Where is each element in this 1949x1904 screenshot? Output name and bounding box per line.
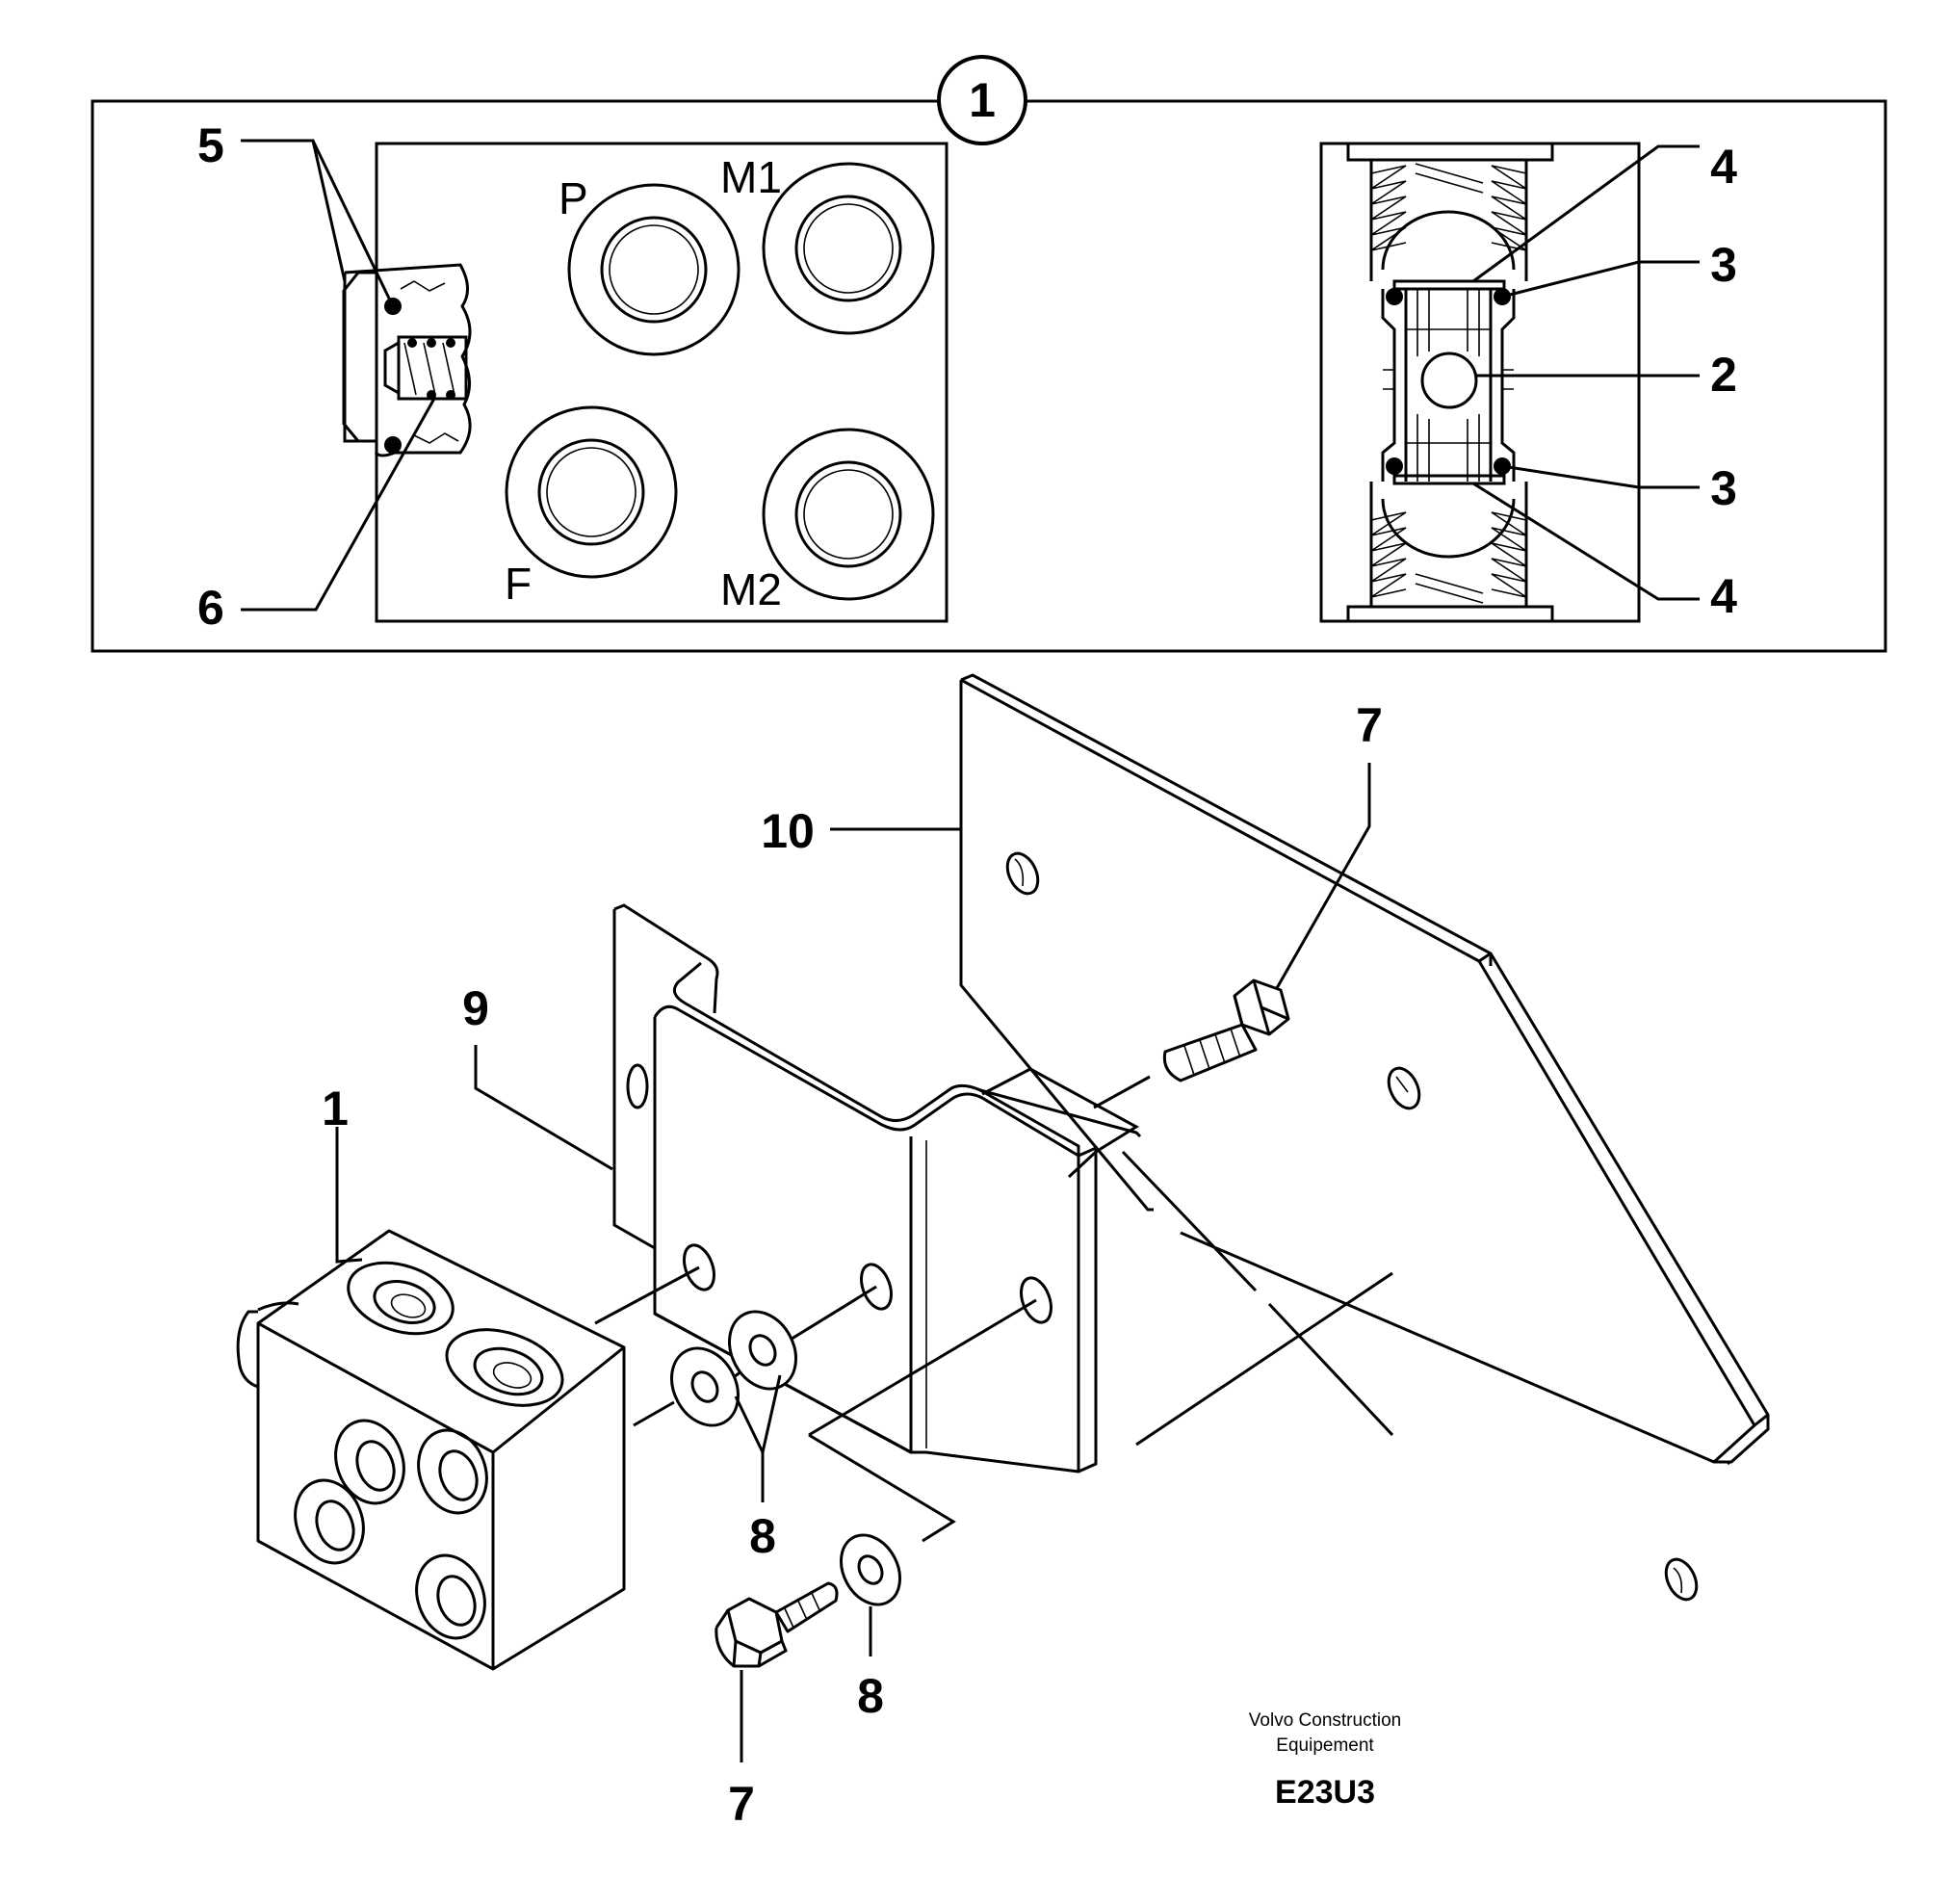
- valve-face-outline: [375, 142, 949, 623]
- detail-callout-circle: [937, 55, 1027, 145]
- label-part2: 2: [1710, 348, 1737, 402]
- port-m2: [762, 428, 935, 601]
- label-part7-top: 7: [1356, 698, 1383, 752]
- shuttle-body-outline: [1319, 142, 1641, 623]
- detail-leaders-right: [1472, 144, 1700, 601]
- label-part3-top: 3: [1710, 238, 1737, 292]
- valve-block: [236, 1229, 626, 1671]
- port-label-p: P: [559, 173, 588, 223]
- exploded-leaders: [335, 763, 1371, 1762]
- shuttle-ball: [1420, 352, 1478, 409]
- label-part4-top: 4: [1710, 140, 1737, 194]
- bolt-lower: [715, 1581, 839, 1668]
- washers: [670, 1310, 901, 1606]
- label-part10: 10: [761, 804, 815, 858]
- drawing-credit: Volvo Construction Equipement E23U3: [1249, 1710, 1401, 1811]
- port-label-f: F: [505, 559, 532, 609]
- label-part5: 5: [197, 118, 224, 172]
- label-part3-bottom: 3: [1710, 461, 1737, 515]
- exploded-view: 10 7 9 1 8 8 7: [236, 673, 1770, 1831]
- label-part6: 6: [197, 581, 224, 635]
- port-p: [567, 183, 741, 356]
- port-label-m2: M2: [720, 564, 782, 614]
- drawing-code: E23U3: [1275, 1774, 1375, 1811]
- assembly-lines: [594, 1075, 1394, 1543]
- credit-line1: Volvo Construction: [1249, 1710, 1401, 1731]
- valve-port-face: P M1 F M2: [375, 142, 949, 623]
- plug-assembly: [342, 263, 472, 457]
- mounting-plate: [959, 673, 1770, 1602]
- label-part1: 1: [322, 1082, 349, 1135]
- label-part8-lower: 8: [857, 1669, 884, 1723]
- detail-leaders-left: [241, 139, 437, 612]
- bolt-upper: [1162, 978, 1290, 1082]
- label-part9: 9: [462, 981, 489, 1035]
- port-m1: [762, 162, 935, 335]
- detail-callout-number: 1: [969, 73, 996, 127]
- port-f: [505, 405, 678, 579]
- detail-view: 1 P M1: [91, 55, 1887, 653]
- label-part8-upper: 8: [749, 1509, 776, 1563]
- port-label-m1: M1: [720, 152, 782, 202]
- credit-line2: Equipement: [1276, 1735, 1374, 1756]
- label-part4-bottom: 4: [1710, 569, 1737, 623]
- shuttle-valve-section: [1319, 142, 1641, 623]
- label-part7-bottom: 7: [728, 1777, 755, 1831]
